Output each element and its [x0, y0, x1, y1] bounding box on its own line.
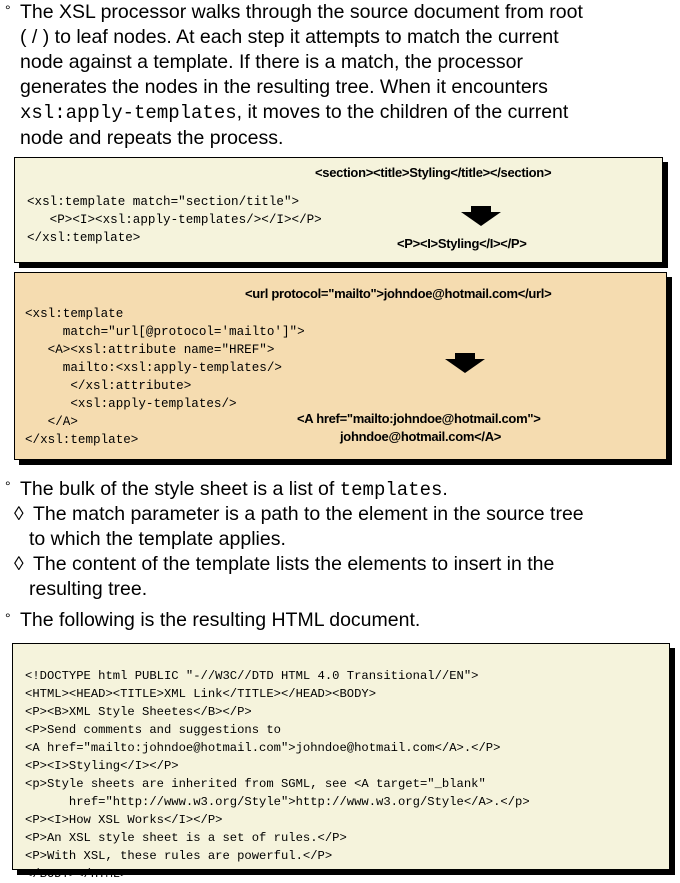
bullet: ° [5, 610, 11, 626]
code-term: templates [339, 479, 443, 501]
intro-line: generates the nodes in the resulting tre… [20, 76, 548, 98]
intro-paragraph: The XSL processor walks through the sour… [20, 0, 583, 151]
code-term: xsl:apply-templates [20, 102, 237, 124]
result-xml: <P><I>Styling</I></P> [397, 236, 527, 251]
source-xml: <url protocol="mailto">johndoe@hotmail.c… [245, 286, 552, 301]
sub-bullet-match: The match parameter is a path to the ele… [29, 503, 584, 550]
example2-box: <url protocol="mailto">johndoe@hotmail.c… [14, 272, 667, 460]
sub-bullet: ◊ [14, 503, 24, 525]
template-code: <xsl:template match="url[@protocol='mail… [25, 307, 305, 447]
bullet-result: The following is the resulting HTML docu… [20, 609, 421, 631]
intro-line: , it moves to the children of the curren… [236, 101, 569, 123]
html-code: <!DOCTYPE html PUBLIC "-//W3C//DTD HTML … [25, 669, 530, 881]
template-code: <xsl:template match="section/title"> <P>… [27, 195, 322, 245]
intro-line: The XSL processor walks through the sour… [20, 1, 583, 23]
intro-line: node against a template. If there is a m… [20, 51, 523, 73]
sub-bullet: ◊ [14, 553, 24, 575]
result-xml: <A href="mailto:johndoe@hotmail.com"> [297, 411, 541, 426]
html-document-box: <!DOCTYPE html PUBLIC "-//W3C//DTD HTML … [12, 643, 670, 881]
bullet-templates: The bulk of the style sheet is a list of… [20, 478, 448, 501]
source-xml: <section><title>Styling</title></section… [315, 165, 552, 180]
bullet: ° [5, 478, 11, 494]
sub-bullet-content: The content of the template lists the el… [29, 553, 555, 600]
result-xml: johndoe@hotmail.com</A> [340, 429, 502, 444]
intro-line: ( / ) to leaf nodes. At each step it att… [20, 26, 559, 48]
intro-line: node and repeats the process. [20, 127, 284, 149]
example1-box: <section><title>Styling</title></section… [14, 157, 663, 263]
bullet: ° [5, 2, 11, 18]
